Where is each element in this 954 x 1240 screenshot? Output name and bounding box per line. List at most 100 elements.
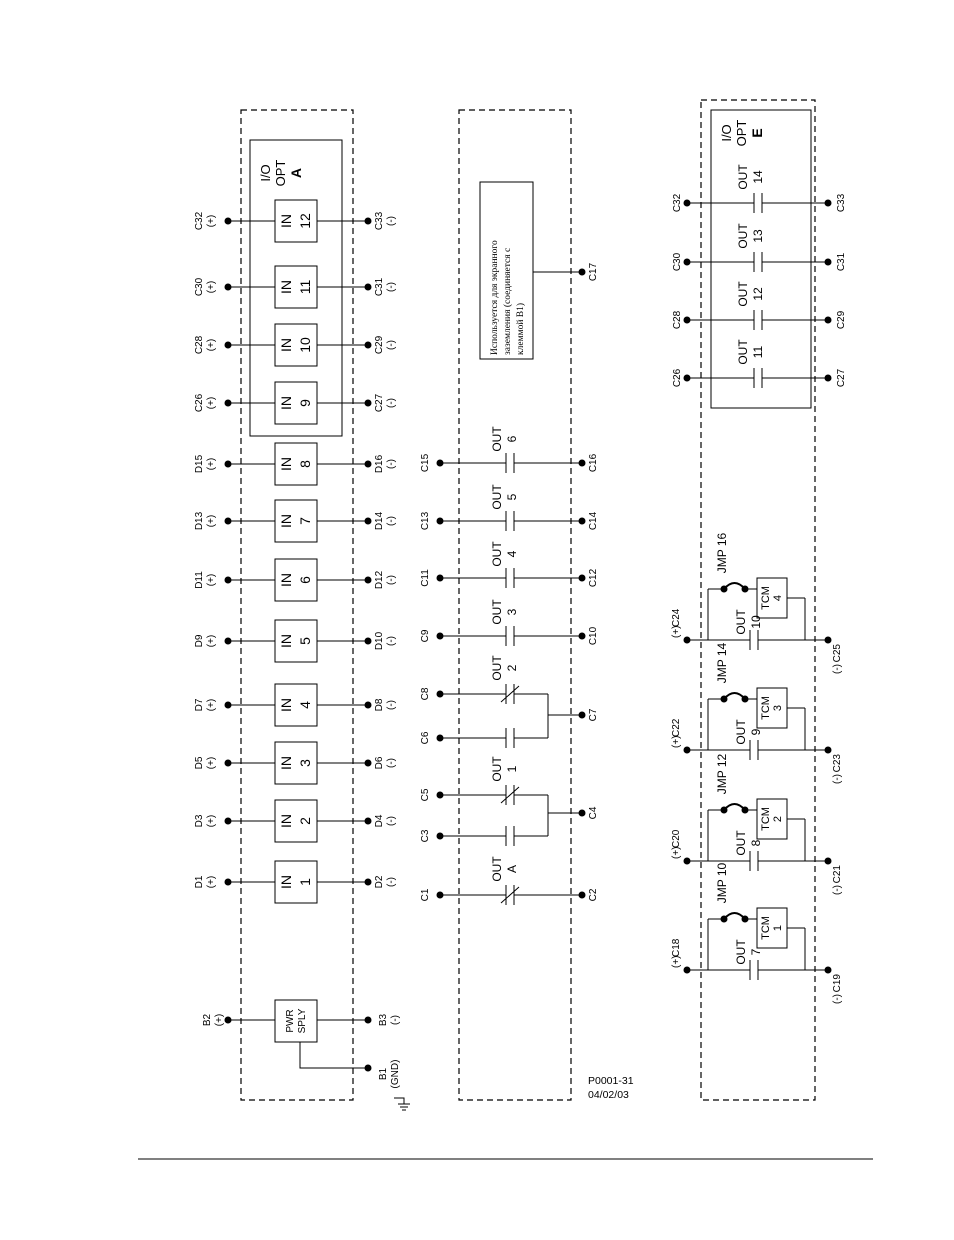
tcm-neg-terminal-group: C25 [832,644,843,663]
input-neg-terminal: D12 [374,570,385,589]
input-in-word-group: IN [278,514,294,528]
input-number-group: 3 [297,759,313,767]
tcm-out-word-group: OUT [734,719,748,745]
tcm-pos-dot [683,966,691,974]
output-out-word: OUT [490,655,504,681]
input-neg-dot [364,637,372,645]
tcm-number: 3 [772,705,784,711]
input-pos-dot [224,517,232,525]
tcm-out-number-group: 7 [749,948,763,955]
input-pos-polarity: (+) [206,339,217,352]
terminal-right: C12 [588,568,599,587]
tcm-out-word: OUT [734,609,748,635]
contact [505,453,515,473]
output-out-word: OUT [490,484,504,510]
contact [753,368,763,388]
jumper-link [723,582,746,590]
output-e-out-word-group: OUT [736,281,750,307]
jumper-label: JMP 14 [715,642,729,683]
input-pos-terminal: D9 [194,634,205,647]
output-number: 6 [505,435,519,442]
output-e-out-word: OUT [736,223,750,249]
input-pos-dot [224,217,232,225]
tcm-neg-polarity-group: (-) [832,885,843,895]
input-pos-terminal: D3 [194,814,205,827]
terminal-no-group: C6 [420,731,431,744]
input-neg-terminal-group: D2 [374,875,385,888]
input-number: 12 [297,213,313,229]
output-out-word-group: OUT [490,599,504,625]
input-neg-terminal: C27 [374,393,385,412]
input-in-word: IN [278,698,294,712]
contact [749,851,759,871]
input-in-word-group: IN [278,396,294,410]
tcm-out-number-group: 8 [749,839,763,846]
output-out-word-group: OUT [490,484,504,510]
terminal-dot [436,891,444,899]
input-pos-polarity-group: (+) [206,815,217,828]
output-e-number: 13 [751,229,765,243]
terminal-right-group: C29 [836,310,847,329]
jumper-label: JMP 10 [715,862,729,903]
panel-c-frame [700,99,816,1101]
terminal-left-group: C15 [420,453,431,472]
tcm-pos-polarity: (+) [671,847,682,860]
input-box [274,323,318,367]
input-pos-terminal: C32 [194,211,205,230]
input-in-word-group: IN [278,214,294,228]
tcm-out-number: 8 [749,839,763,846]
tcm-pos-polarity-group: (+) [671,956,682,969]
panel-a-frame [240,109,354,1101]
terminal-common: C4 [588,806,599,819]
tcm-pos-polarity-group: (+) [671,626,682,639]
input-pos-dot [224,341,232,349]
input-number-group: 11 [297,280,313,295]
input-in-word: IN [278,338,294,352]
input-pos-terminal: C26 [194,393,205,412]
contact [749,630,759,650]
output-out-word: OUT [490,756,504,782]
input-pos-polarity-group: (+) [206,397,217,410]
tcm-pos-terminal: C18 [671,938,682,957]
input-number: 2 [297,817,313,825]
input-pos-polarity: (+) [206,757,217,770]
output-e-out-word-group: OUT [736,164,750,190]
input-in-word-group: IN [278,698,294,712]
tcm-neg-terminal: C23 [832,754,843,773]
tcm-number-group: 4 [772,595,784,601]
terminal-left-group: C32 [672,193,683,212]
tcm-number-group: 3 [772,705,784,711]
output-out-word: OUT [490,541,504,567]
tcm-out-word-group: OUT [734,830,748,856]
input-neg-polarity-group: (-) [386,636,397,646]
tcm-out-word: OUT [734,939,748,965]
input-neg-polarity-group: (-) [386,575,397,585]
output-number: 1 [505,765,519,772]
terminal-dot [436,574,444,582]
tcm-box [756,577,788,619]
input-neg-terminal-group: D12 [374,570,385,589]
terminal-dot [578,574,586,582]
terminal-left: C9 [420,629,431,642]
input-neg-polarity: (-) [386,216,397,226]
tcm-neg-dot [824,746,832,754]
terminal-nc: C5 [420,788,431,801]
output-out-word-group: OUT [490,426,504,452]
output-e-out-word-group: OUT [736,223,750,249]
tcm-neg-polarity: (-) [832,774,843,784]
tcm-out-word-group: OUT [734,939,748,965]
io-opt-a-line3: A [288,168,304,178]
terminal-dot [578,891,586,899]
terminal-left-group: C13 [420,511,431,530]
input-neg-polarity: (-) [386,459,397,469]
